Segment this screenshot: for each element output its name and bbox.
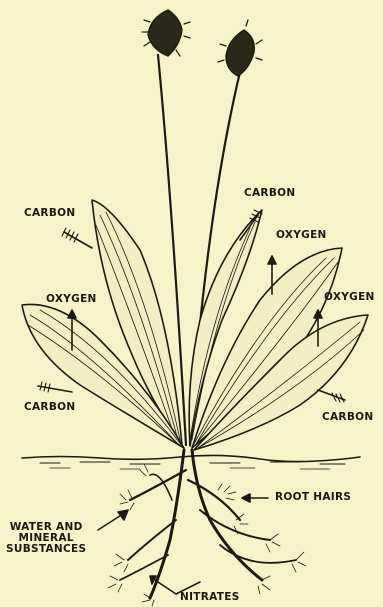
water-label-line3: SUBSTANCES <box>6 544 86 555</box>
oxygen-label-far-right: OXYGEN <box>324 292 375 303</box>
root-hairs-label: ROOT HAIRS <box>275 492 351 503</box>
oxygen-label-left: OXYGEN <box>46 294 97 305</box>
carbon-label-bottom-right: CARBON <box>322 412 373 423</box>
carbon-label-left-top: CARBON <box>24 208 75 219</box>
oxygen-label-mid-right: OXYGEN <box>276 230 327 241</box>
carbon-label-left-bottom: CARBON <box>24 402 75 413</box>
soil-line-icon <box>22 455 360 469</box>
nitrates-label: NITRATES <box>180 592 240 603</box>
root-hairs-icon <box>108 450 306 606</box>
water-minerals-label: WATER AND MINERAL SUBSTANCES <box>6 522 86 555</box>
carbon-label-top-right: CARBON <box>244 188 295 199</box>
